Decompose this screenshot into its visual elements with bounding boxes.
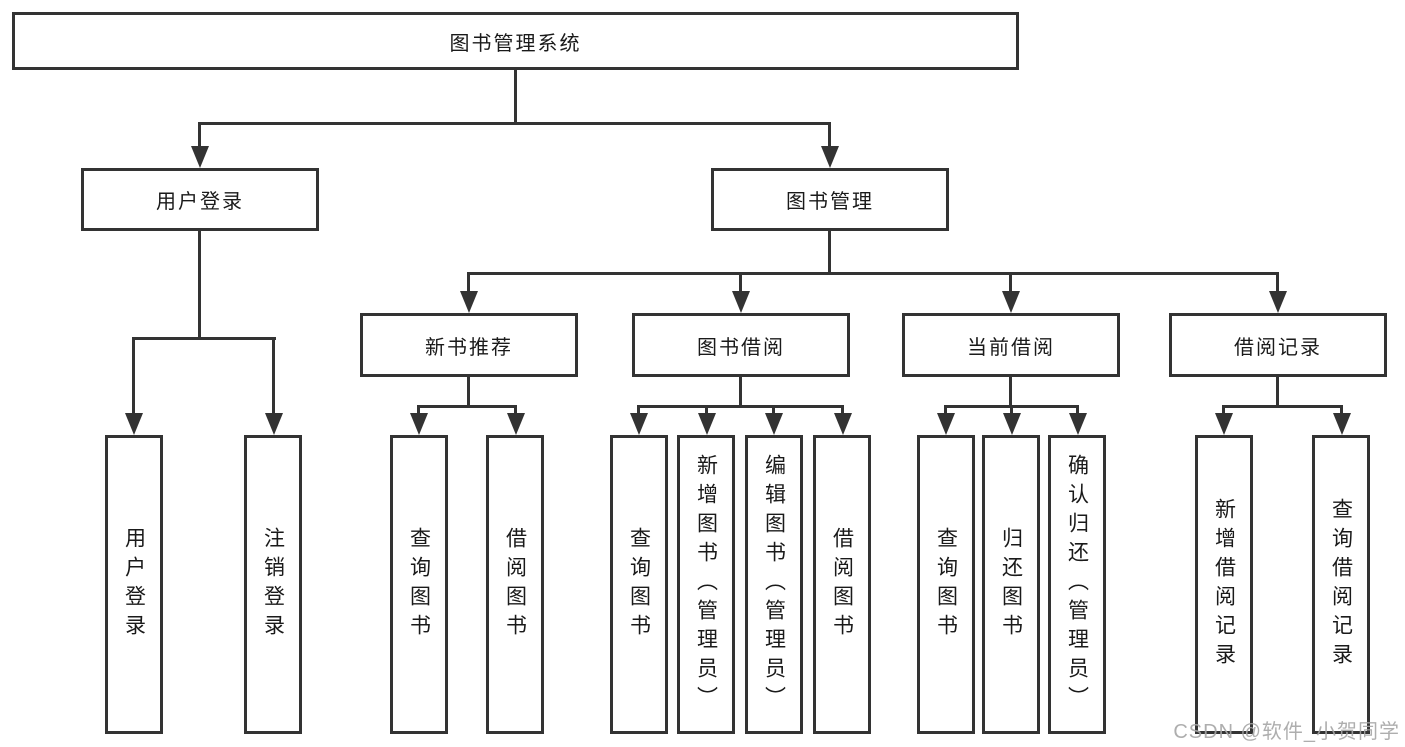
arrowhead-down-icon [1003, 413, 1021, 435]
node-current-borrow: 当前借阅 [902, 313, 1120, 377]
arrowhead-down-icon [834, 413, 852, 435]
arrowhead-down-icon [732, 291, 750, 313]
leaf-label: 确认归还（管理员） [1065, 454, 1089, 715]
connector-line [132, 337, 135, 413]
connector-line [944, 405, 947, 413]
leaf-bb-edit-book-admin: 编辑图书（管理员） [745, 435, 803, 734]
connector-line [637, 405, 640, 413]
arrowhead-down-icon [1002, 291, 1020, 313]
connector-line [514, 70, 517, 122]
connector-line [514, 405, 517, 413]
connector-line [272, 337, 275, 413]
node-borrow-record: 借阅记录 [1169, 313, 1387, 377]
node-root: 图书管理系统 [12, 12, 1019, 70]
leaf-user-login: 用户登录 [105, 435, 163, 734]
leaf-cb-confirm-return-admin: 确认归还（管理员） [1048, 435, 1106, 734]
leaf-label: 查询图书 [407, 526, 431, 643]
arrowhead-down-icon [191, 146, 209, 168]
arrowhead-down-icon [1215, 413, 1233, 435]
arrowhead-down-icon [937, 413, 955, 435]
connector-line [198, 122, 201, 146]
connector-line [1222, 405, 1225, 413]
arrowhead-down-icon [698, 413, 716, 435]
leaf-label: 注销登录 [261, 526, 285, 643]
connector-line [772, 405, 775, 413]
connector-line [1009, 272, 1012, 291]
leaf-logout: 注销登录 [244, 435, 302, 734]
connector-line [828, 122, 831, 146]
leaf-label: 新增图书（管理员） [694, 454, 718, 715]
leaf-cb-return-book: 归还图书 [982, 435, 1040, 734]
leaf-label: 归还图书 [999, 526, 1023, 643]
leaf-label: 查询图书 [627, 526, 651, 643]
connector-line [467, 272, 470, 291]
connector-line [198, 231, 201, 337]
connector-line [132, 337, 276, 340]
connector-line [1009, 377, 1012, 405]
arrowhead-down-icon [630, 413, 648, 435]
leaf-br-add-record: 新增借阅记录 [1195, 435, 1253, 734]
connector-line [1222, 405, 1343, 408]
arrowhead-down-icon [765, 413, 783, 435]
csdn-watermark: CSDN @软件_小贺同学 [1173, 721, 1400, 743]
leaf-br-query-record: 查询借阅记录 [1312, 435, 1370, 734]
connector-line [467, 272, 1279, 275]
arrowhead-down-icon [460, 291, 478, 313]
connector-line [1076, 405, 1079, 413]
connector-line [417, 405, 517, 408]
leaf-rec-query-book: 查询图书 [390, 435, 448, 734]
node-new-book-recommend: 新书推荐 [360, 313, 578, 377]
leaf-label: 用户登录 [122, 526, 146, 643]
connector-line [841, 405, 844, 413]
arrowhead-down-icon [410, 413, 428, 435]
leaf-bb-query-book: 查询图书 [610, 435, 668, 734]
leaf-cb-query-book: 查询图书 [917, 435, 975, 734]
leaf-bb-add-book-admin: 新增图书（管理员） [677, 435, 735, 734]
leaf-label: 编辑图书（管理员） [762, 454, 786, 715]
connector-line [828, 231, 831, 272]
connector-line [1276, 377, 1279, 405]
leaf-label: 新增借阅记录 [1212, 497, 1236, 672]
node-book-management: 图书管理 [711, 168, 949, 231]
connector-line [199, 122, 831, 125]
arrowhead-down-icon [1269, 291, 1287, 313]
connector-line [1010, 405, 1013, 413]
leaf-label: 查询图书 [934, 526, 958, 643]
connector-line [739, 272, 742, 291]
leaf-label: 借阅图书 [830, 526, 854, 643]
node-book-borrow: 图书借阅 [632, 313, 850, 377]
connector-line [637, 405, 844, 408]
arrowhead-down-icon [1069, 413, 1087, 435]
leaf-label: 借阅图书 [503, 526, 527, 643]
arrowhead-down-icon [507, 413, 525, 435]
leaf-rec-borrow-book: 借阅图书 [486, 435, 544, 734]
connector-line [417, 405, 420, 413]
connector-line [1276, 272, 1279, 291]
connector-line [705, 405, 708, 413]
arrowhead-down-icon [821, 146, 839, 168]
connector-line [467, 377, 470, 405]
arrowhead-down-icon [265, 413, 283, 435]
leaf-label: 查询借阅记录 [1329, 497, 1353, 672]
node-user-login: 用户登录 [81, 168, 319, 231]
connector-line [739, 377, 742, 405]
connector-line [1340, 405, 1343, 413]
leaf-bb-borrow-book: 借阅图书 [813, 435, 871, 734]
arrowhead-down-icon [1333, 413, 1351, 435]
arrowhead-down-icon [125, 413, 143, 435]
